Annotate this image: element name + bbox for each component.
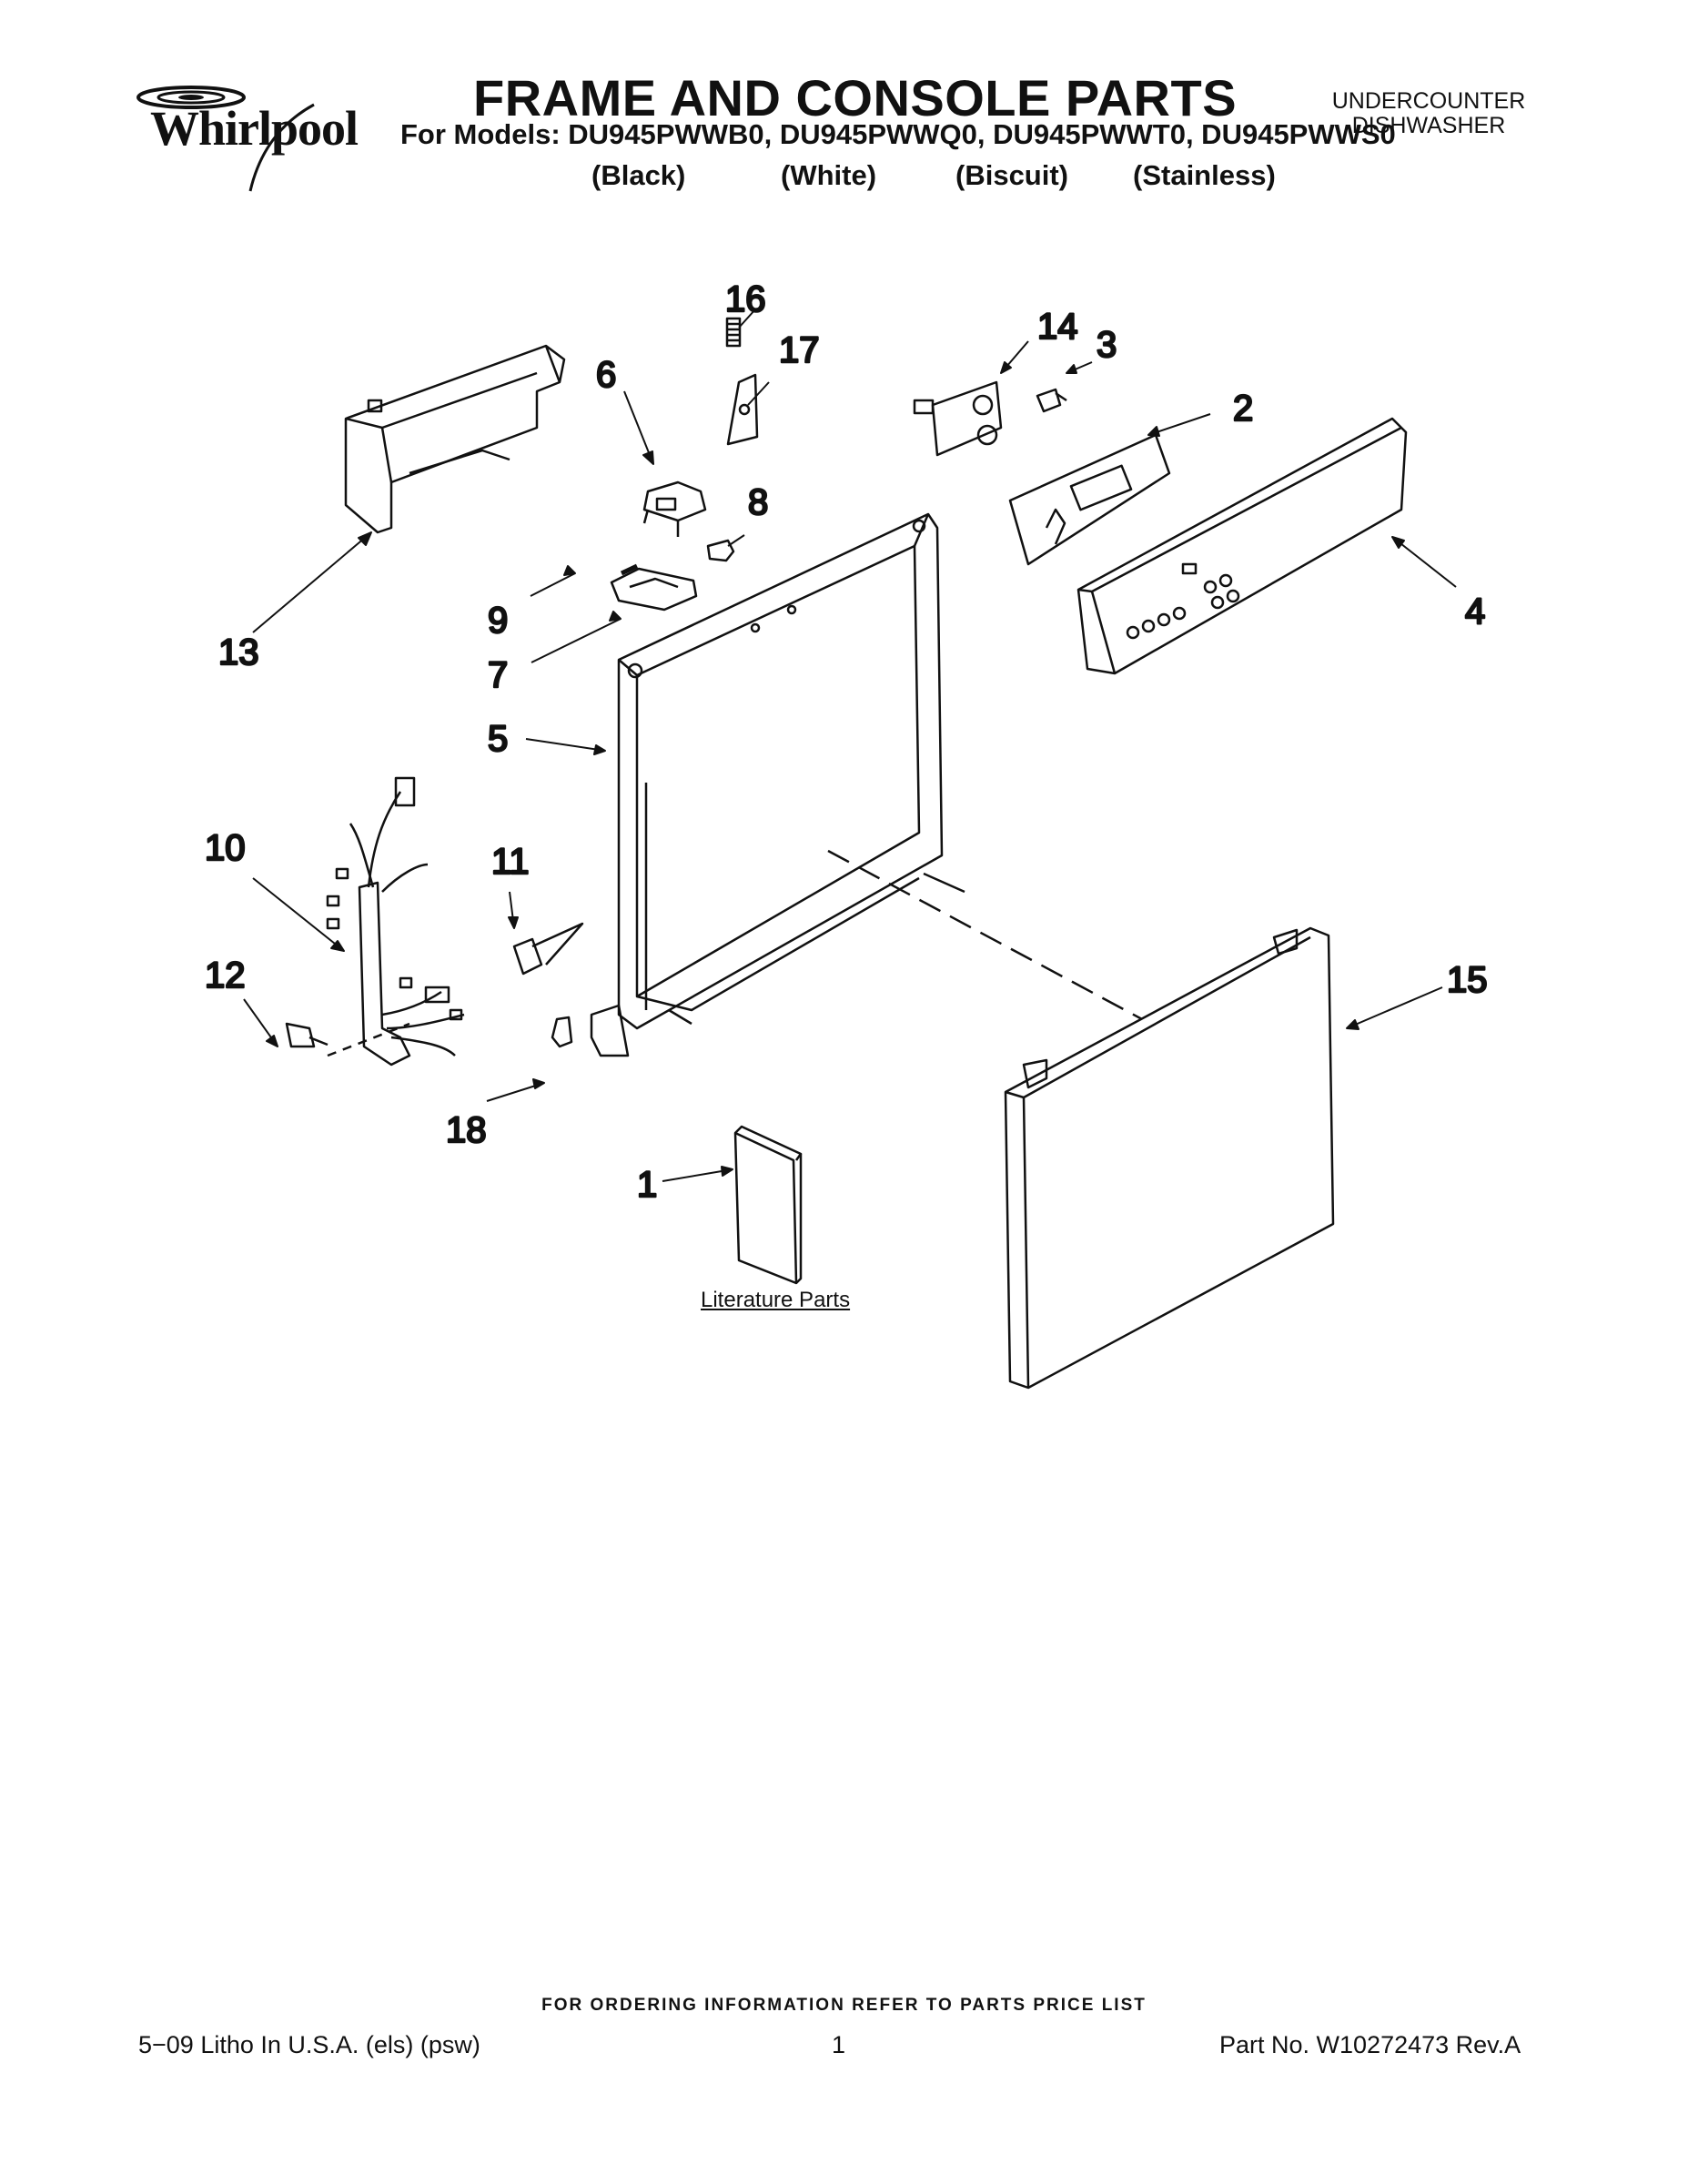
part-2-control-board [1008, 433, 1171, 566]
color-stainless: (Stainless) [1133, 159, 1276, 191]
callout-6: 6 [596, 355, 616, 395]
callout-18: 18 [446, 1110, 487, 1150]
part-4-console-panel [1076, 417, 1408, 675]
brand-wordmark: Whirlpool [150, 101, 359, 156]
callout-10: 10 [205, 828, 246, 868]
part-8-strike [706, 539, 735, 562]
part-9-pin [620, 563, 639, 576]
callout-2: 2 [1233, 389, 1253, 429]
part-11-sensor [512, 922, 584, 976]
literature-parts-label: Literature Parts [701, 1288, 851, 1312]
callout-11: 11 [491, 842, 530, 882]
callout-1: 1 [637, 1165, 657, 1205]
print-info: 5−09 Litho In U.S.A. (els) (psw) [138, 2031, 480, 2058]
callout-7: 7 [488, 655, 508, 695]
callout-8: 8 [748, 482, 768, 522]
callout-13: 13 [218, 632, 259, 672]
page-title: FRAME AND CONSOLE PARTS [473, 69, 1238, 126]
page-number: 1 [832, 2031, 846, 2058]
callout-15: 15 [1447, 960, 1488, 1000]
callout-12: 12 [205, 956, 246, 996]
color-white: (White) [781, 159, 877, 191]
callout-16: 16 [725, 279, 766, 319]
part-3-switch [1036, 388, 1067, 413]
part-17-clip [726, 373, 759, 446]
part-number: Part No. W10272473 Rev.A [1219, 2031, 1521, 2058]
callout-3: 3 [1097, 325, 1117, 365]
part-10-wire-harness [326, 776, 465, 1067]
appliance-type-line2: DISHWASHER [1351, 113, 1506, 138]
part-6-latch [642, 480, 707, 537]
leader-lines [243, 308, 1457, 1182]
part-7-latch-housing [610, 567, 698, 612]
color-biscuit: (Biscuit) [955, 159, 1068, 191]
ordering-info: FOR ORDERING INFORMATION REFER TO PARTS … [541, 1996, 1147, 2015]
color-black: (Black) [591, 159, 686, 191]
part-14-switch-assembly [913, 380, 1003, 457]
callout-5: 5 [488, 719, 508, 759]
part-18-clip [551, 1016, 573, 1048]
callout-17: 17 [779, 330, 820, 370]
model-list: For Models: DU945PWWB0, DU945PWWQ0, DU94… [400, 118, 1396, 150]
part-12-screw [285, 1022, 410, 1057]
callout-4: 4 [1465, 592, 1485, 632]
appliance-type-line1: UNDERCOUNTER [1331, 88, 1526, 114]
whirlpool-logo [136, 86, 315, 192]
part-5-door-frame [590, 512, 944, 1057]
callout-14: 14 [1037, 307, 1078, 347]
part-15-door-panel [1004, 926, 1335, 1390]
part-13-console-cover [344, 344, 566, 534]
callout-9: 9 [488, 601, 508, 641]
part-16-spring [725, 317, 742, 348]
part-1-literature [733, 1125, 803, 1285]
